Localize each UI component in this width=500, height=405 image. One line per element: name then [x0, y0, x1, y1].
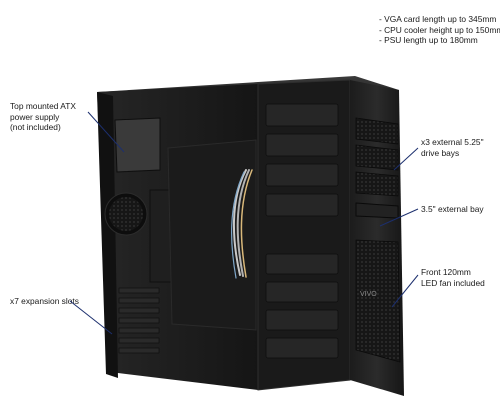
callout-drive-bays-line1: x3 external 5.25" — [421, 137, 484, 147]
front-fan-mesh — [355, 239, 401, 363]
expansion-slots — [118, 287, 160, 354]
callout-front-fan-line1: Front 120mm — [421, 267, 471, 277]
leader-expansion — [69, 300, 113, 335]
motherboard-tray — [167, 139, 257, 331]
callout-front-fan: Front 120mm LED fan included — [421, 267, 485, 288]
leader-front-fan — [391, 274, 419, 308]
drive-cage-rails — [265, 103, 339, 359]
leader-psu — [87, 111, 125, 153]
leader-external-bay — [379, 208, 419, 227]
callout-front-fan-line2: LED fan included — [421, 277, 485, 288]
callout-psu: Top mounted ATX power supply (not includ… — [10, 101, 76, 133]
callout-psu-line2: power supply — [10, 111, 60, 122]
callout-drive-bays: x3 external 5.25" drive bays — [421, 137, 484, 158]
leader-drive-bays — [393, 147, 419, 171]
spec-list: VGA card length up to 345mm CPU cooler h… — [379, 14, 500, 46]
callout-expansion-slots: x7 expansion slots — [10, 296, 79, 306]
spec-vga-length: VGA card length up to 345mm — [379, 14, 500, 25]
callout-drive-bays-line2: drive bays — [421, 147, 460, 158]
front-drive-bay-covers — [355, 117, 399, 197]
callout-lines — [69, 111, 419, 335]
front-panel-cables — [231, 169, 253, 279]
front-brand-badge: VIVO — [360, 291, 377, 298]
case-rear-frame — [97, 92, 118, 378]
spec-cpu-cooler-height: CPU cooler height up to 150mm — [379, 25, 500, 36]
spec-psu-length: PSU length up to 180mm — [379, 35, 500, 46]
callout-psu-line1: Top mounted ATX — [10, 101, 76, 111]
psu-bay-opening — [114, 117, 161, 173]
callout-external-bay: 3.5" external bay — [421, 204, 484, 214]
callout-psu-line3: (not included) — [10, 122, 61, 132]
rear-fan-grille-icon — [104, 192, 148, 236]
front-external-3-5-bay — [355, 202, 399, 219]
